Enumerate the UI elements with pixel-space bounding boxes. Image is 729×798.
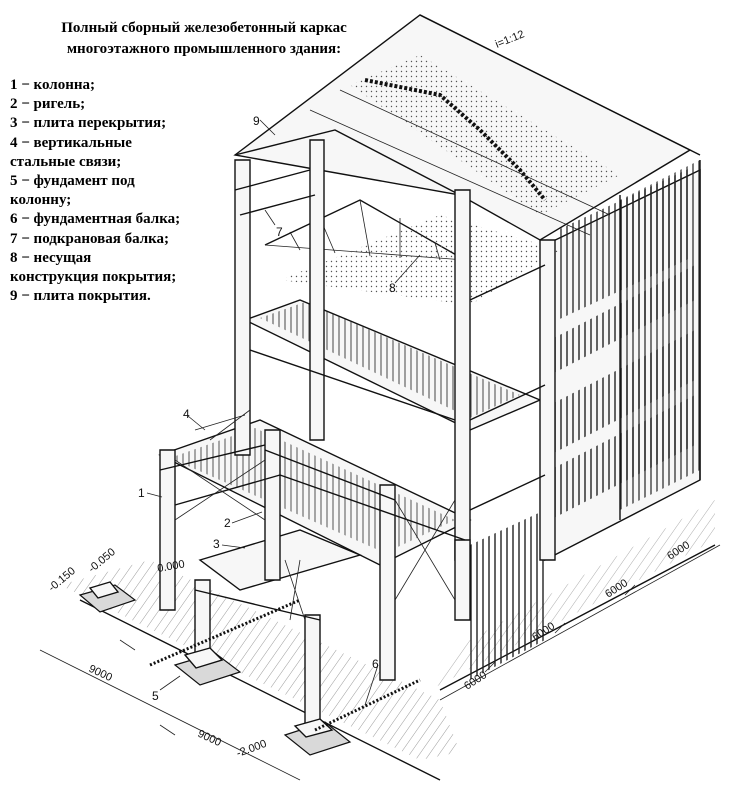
callout-4: 4: [183, 407, 190, 421]
level-zero-label: 0.000: [156, 558, 185, 575]
columns: [159, 139, 556, 736]
callout-1: 1: [138, 486, 145, 500]
legend: 1 − колонна; 2 − ригель; 3 − плита перек…: [10, 76, 215, 306]
callout-9: 9: [253, 114, 260, 128]
legend-item: 3 − плита перекрытия;: [10, 115, 167, 132]
side-wall-panels: [470, 160, 701, 680]
roof-slope-label: i=1:12: [494, 28, 527, 50]
legend-item: 8 − несущая: [10, 249, 92, 266]
dimension-9000-a: 9000: [87, 663, 114, 684]
figure-title: Полный сборный железобетонный каркас мно…: [14, 18, 394, 60]
dimension-9000-b: 9000: [196, 728, 223, 749]
callout-leaders: [146, 119, 421, 706]
legend-item: конструкция покрытия;: [10, 269, 177, 286]
legend-item: 1 − колонна;: [10, 77, 95, 93]
figure-title-line-1: Полный сборный железобетонный каркас: [61, 20, 347, 36]
dimension-6000-a: 6000: [462, 669, 489, 692]
legend-item: 4 − вертикальные: [10, 134, 132, 151]
beams: [159, 169, 546, 621]
legend-item: колонну;: [10, 192, 72, 209]
callout-7: 7: [276, 225, 283, 239]
figure-title-line-2: многоэтажного промышленного здания:: [66, 41, 342, 57]
steel-bracing: [174, 409, 456, 621]
legend-item: 2 − ригель;: [10, 96, 86, 113]
callout-5: 5: [152, 689, 159, 703]
dimension-6000-c: 6000: [603, 577, 630, 600]
callout-3: 3: [213, 537, 220, 551]
callout-6: 6: [372, 657, 379, 671]
dimension-6000-b: 6000: [530, 620, 557, 643]
legend-item: 9 − плита покрытия.: [10, 288, 151, 305]
foundations: [78, 581, 421, 756]
dimension-lines: [39, 544, 721, 781]
level-minus-0050-label: -0.050: [86, 546, 118, 575]
dimension-6000-d: 6000: [665, 539, 692, 562]
roof: [233, 14, 701, 241]
callout-8: 8: [389, 281, 396, 295]
legend-item: 6 − фундаментная балка;: [10, 211, 181, 228]
legend-item: стальные связи;: [10, 153, 122, 170]
level-minus-2000-label: -2.000: [235, 738, 268, 760]
legend-item: 7 − подкрановая балка;: [10, 230, 170, 247]
callout-2: 2: [224, 516, 231, 530]
level-minus-0150-label: -0.150: [46, 565, 78, 594]
legend-item: 5 − фундамент под: [10, 173, 135, 190]
